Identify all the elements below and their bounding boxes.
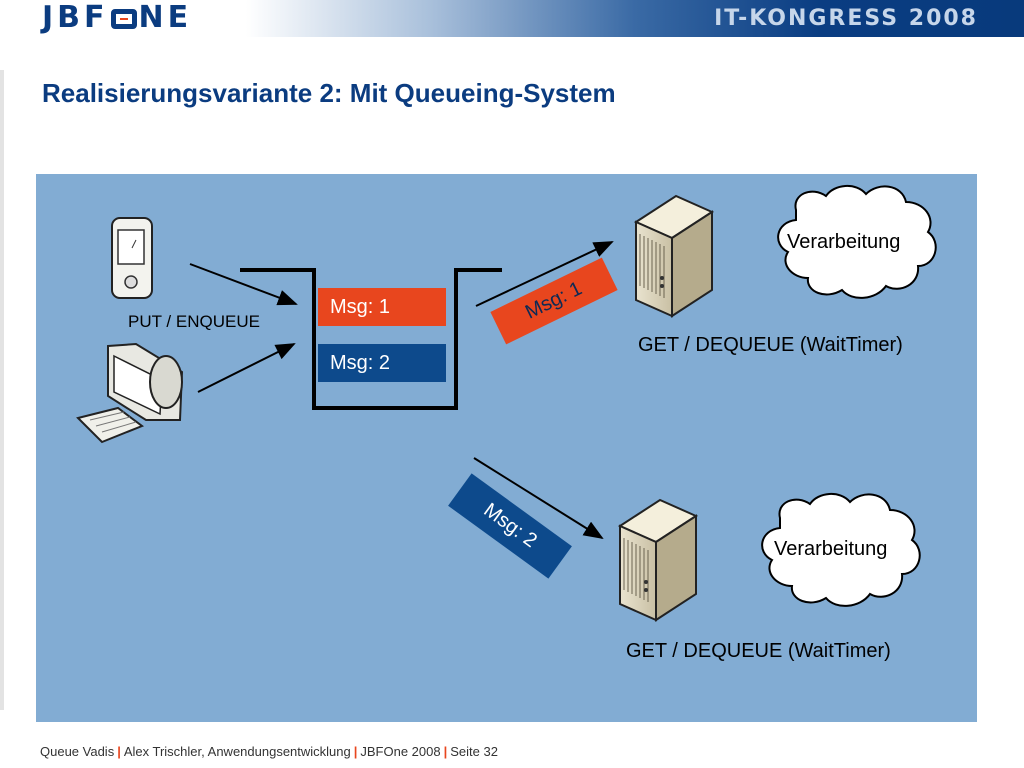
diagram-panel: Msg: 1 Msg: 2 Msg: 1 Msg: 2 PUT / ENQUEU…: [36, 174, 977, 722]
transit-msg-1-shape: [490, 257, 618, 345]
cloud-shape-2: [761, 493, 921, 607]
logo-left-text: JBF: [42, 0, 109, 35]
enqueue-arrow-1: [189, 263, 298, 306]
slide-title: Realisierungsvariante 2: Mit Queueing-Sy…: [42, 78, 616, 108]
server-icon-1: [633, 194, 715, 318]
logo-right-text: NE: [138, 0, 193, 35]
footer-separator: |: [353, 744, 358, 759]
transit-msg-2-shape: [448, 473, 572, 579]
queue-item-msg-1: Msg: 1: [318, 288, 446, 326]
cloud-1-label: Verarbeitung: [787, 231, 901, 253]
dequeue-arrow-2: [473, 457, 604, 540]
footer-separator: |: [443, 744, 448, 759]
cloud-shape-1: [777, 185, 937, 299]
logo-o-mark: [110, 9, 137, 29]
queue-item-msg-1-label: Msg: 1: [330, 296, 391, 318]
header-bar: JBF NE IT-KONGRESS 2008: [0, 0, 1024, 37]
desktop-computer-icon: [76, 342, 184, 444]
consumer-2-label: GET / DEQUEUE (WaitTimer): [626, 640, 891, 662]
footer-author: Alex Trischler, Anwendungsentwicklung: [123, 744, 351, 759]
footer-presentation-title: Queue Vadis: [40, 744, 115, 759]
put-enqueue-label: PUT / ENQUEUE: [128, 312, 260, 331]
footer-event: JBFOne 2008: [360, 744, 441, 759]
footer-separator: |: [117, 744, 121, 759]
event-title: IT-KONGRESS 2008: [714, 6, 978, 31]
diagram-graphics: [76, 185, 937, 622]
consumer-1-label: GET / DEQUEUE (WaitTimer): [638, 334, 903, 356]
queue-item-msg-2-label: Msg: 2: [330, 352, 391, 374]
pda-icon: [111, 217, 153, 299]
footer-page-number: Seite 32: [450, 744, 498, 759]
footer: Queue Vadis|Alex Trischler, Anwendungsen…: [40, 744, 498, 759]
cloud-2-label: Verarbeitung: [774, 538, 888, 560]
server-icon-2: [617, 498, 699, 622]
left-accent-bar: [0, 70, 4, 710]
queue-item-msg-2: Msg: 2: [318, 344, 446, 382]
dequeue-arrow-1: [475, 241, 614, 307]
enqueue-arrow-2: [197, 343, 296, 393]
jbfone-logo: JBF NE: [42, 2, 192, 34]
queue-container: [240, 268, 502, 410]
